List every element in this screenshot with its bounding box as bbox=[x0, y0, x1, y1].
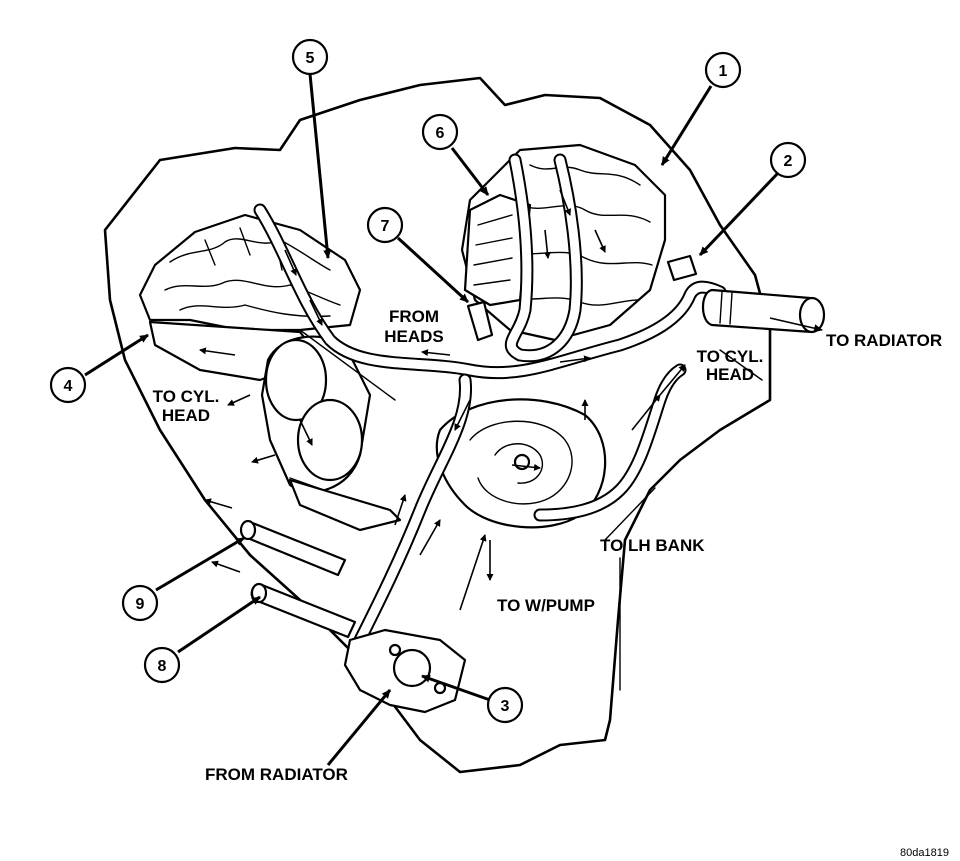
heater-tube-8 bbox=[250, 583, 357, 639]
svg-text:9: 9 bbox=[136, 596, 145, 613]
svg-text:3: 3 bbox=[501, 698, 510, 715]
label-from-radiator: FROM RADIATOR bbox=[205, 765, 348, 784]
figure-id: 80da1819 bbox=[900, 847, 949, 859]
callout-7: 7 bbox=[366, 206, 404, 244]
label-to-cyl-head-right-line1: TO CYL. bbox=[697, 347, 764, 366]
callout-9: 9 bbox=[121, 584, 159, 622]
bleed-fitting bbox=[666, 254, 698, 282]
svg-text:6: 6 bbox=[436, 125, 445, 142]
callout-1: 1 bbox=[704, 51, 742, 89]
svg-text:2: 2 bbox=[784, 153, 793, 170]
callout-4: 4 bbox=[49, 366, 87, 404]
svg-text:7: 7 bbox=[381, 218, 390, 235]
callout-6: 6 bbox=[421, 113, 459, 151]
svg-text:8: 8 bbox=[158, 658, 167, 675]
svg-text:4: 4 bbox=[64, 378, 73, 395]
label-to-lh-bank: TO LH BANK bbox=[600, 536, 705, 555]
callout-leaders bbox=[84, 73, 781, 766]
temperature-sensor bbox=[466, 300, 494, 342]
label-to-radiator: TO RADIATOR bbox=[826, 331, 942, 350]
label-to-cyl-head-left-line2: HEAD bbox=[162, 406, 210, 425]
left-lower-pipe bbox=[288, 478, 402, 532]
left-cylinder-head bbox=[138, 213, 362, 332]
svg-text:1: 1 bbox=[719, 63, 728, 80]
callout-5: 5 bbox=[291, 38, 329, 76]
flow-arrows bbox=[199, 189, 823, 611]
callout-2: 2 bbox=[769, 141, 807, 179]
label-to-w-pump: TO W/PUMP bbox=[497, 596, 595, 615]
heater-tube-9 bbox=[240, 520, 347, 577]
label-from-heads-line2: HEADS bbox=[384, 327, 444, 346]
label-to-cyl-head-left-line1: TO CYL. bbox=[153, 387, 220, 406]
label-to-cyl-head-right-line2: HEAD bbox=[706, 365, 754, 384]
label-from-heads-line1: FROM bbox=[389, 307, 439, 326]
callout-3: 3 bbox=[486, 686, 524, 724]
svg-text:5: 5 bbox=[306, 50, 315, 67]
callout-8: 8 bbox=[143, 646, 181, 684]
